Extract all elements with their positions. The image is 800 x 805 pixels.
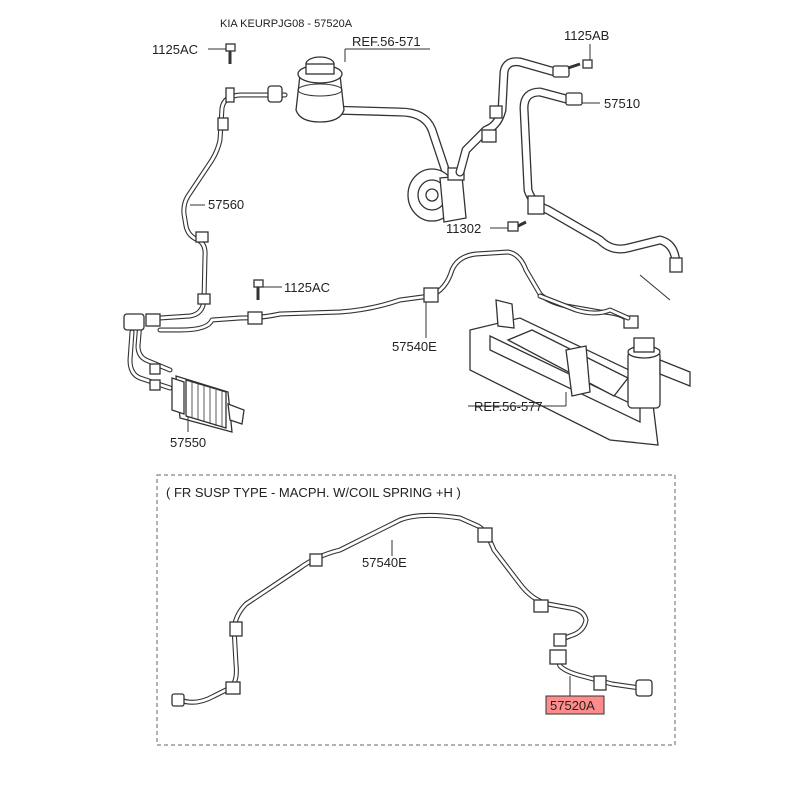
label-57540e-top: 57540E (392, 339, 437, 354)
bolt-11302[interactable] (490, 220, 527, 232)
label-57550: 57550 (170, 435, 206, 450)
detail-box (156, 474, 676, 746)
label-11302: 11302 (446, 221, 481, 236)
highlight-box-57520a (545, 695, 605, 715)
bolt-1125ac-top[interactable] (208, 43, 236, 64)
label-1125ac-mid: 1125AC (284, 280, 330, 295)
detail-heading: ( FR SUSP TYPE - MACPH. W/COIL SPRING +H… (166, 485, 461, 500)
label-1125ac-top: 1125AC (152, 42, 198, 57)
label-57510: 57510 (604, 96, 640, 111)
oil-cooler-57550[interactable] (123, 313, 245, 433)
label-57520a[interactable]: 57520A (550, 698, 595, 713)
hose-57560[interactable] (157, 85, 288, 321)
label-ref-56-571: REF.56-571 (352, 34, 421, 49)
bolt-1125ab[interactable] (567, 44, 593, 70)
label-1125ab: 1125AB (564, 28, 609, 43)
tube-57540e-top[interactable] (157, 249, 639, 333)
bolt-1125ac-mid[interactable] (253, 279, 282, 300)
hose-57520a[interactable] (549, 649, 653, 697)
label-ref-56-577: REF.56-577 (474, 399, 543, 414)
label-57560: 57560 (208, 197, 244, 212)
label-57540e-bottom: 57540E (362, 555, 407, 570)
diagram-title: KIA KEURPJG08 - 57520A (220, 18, 353, 30)
steering-gear[interactable] (469, 293, 691, 446)
reservoir[interactable] (295, 56, 453, 183)
tube-57540e-bottom[interactable] (171, 512, 589, 707)
hose-57510[interactable] (455, 57, 683, 273)
power-steering-pump[interactable] (407, 167, 467, 223)
